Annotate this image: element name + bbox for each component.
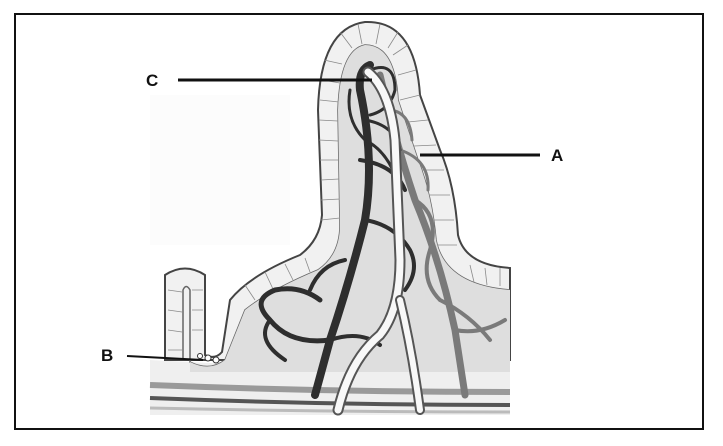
label-b: B — [101, 346, 113, 365]
crypt-cells — [197, 353, 220, 364]
central-lacteal — [332, 66, 425, 416]
background-smudges — [150, 95, 290, 245]
label-c: C — [146, 71, 158, 90]
leader-line-b — [126, 355, 204, 361]
label-a: A — [551, 146, 563, 165]
lamina-propria — [190, 45, 510, 372]
figure-border — [14, 13, 704, 430]
